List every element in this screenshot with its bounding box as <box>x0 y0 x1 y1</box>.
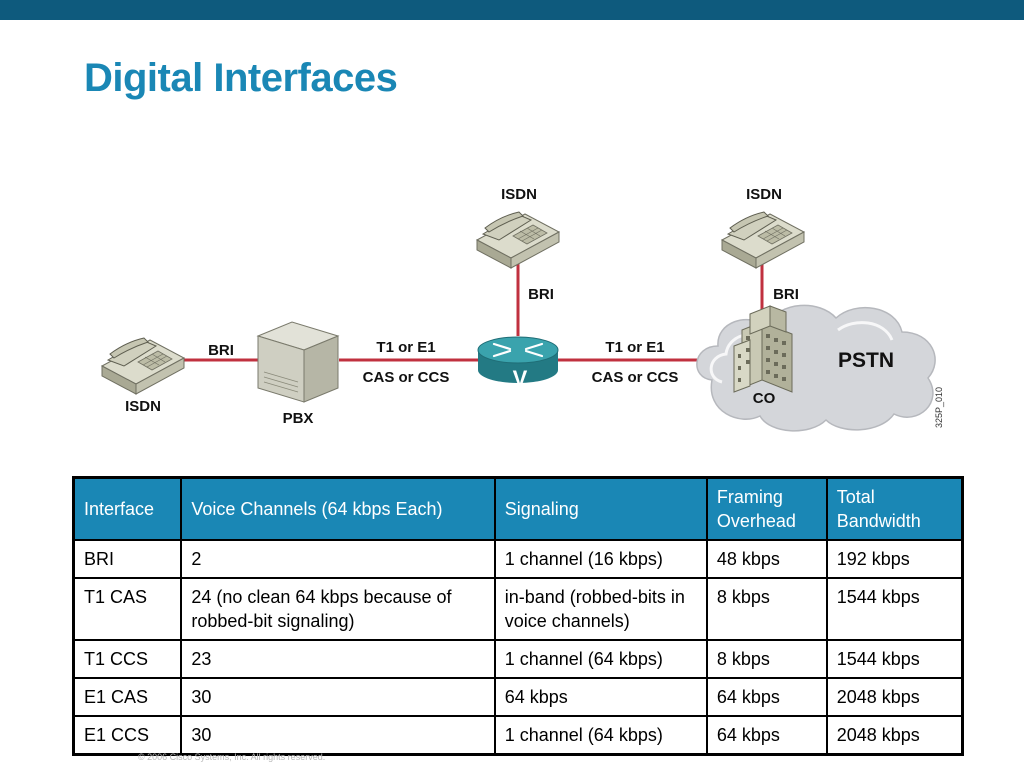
cell-total-bandwidth: 2048 kbps <box>825 677 964 717</box>
table-row: BRI 2 1 channel (16 kbps) 48 kbps 192 kb… <box>72 539 964 579</box>
table-row: T1 CAS 24 (no clean 64 kbps because of r… <box>72 577 964 641</box>
cell-total-bandwidth: 192 kbps <box>825 539 964 579</box>
cell-total-bandwidth: 1544 kbps <box>825 577 964 641</box>
link-right-bottom-label: CAS or CCS <box>591 369 679 386</box>
table-header-row: Interface Voice Channels (64 kbps Each) … <box>72 476 964 541</box>
cell-interface: BRI <box>72 539 183 579</box>
interface-table: Interface Voice Channels (64 kbps Each) … <box>72 476 964 756</box>
central-office-icon <box>733 305 793 393</box>
cell-voice-channels: 2 <box>180 539 496 579</box>
cell-signaling: 1 channel (16 kbps) <box>493 539 708 579</box>
network-diagram: ISDN ISDN BRI BRI BRI T1 or E1 CAS or CC… <box>0 150 1024 460</box>
header-voice-channels: Voice Channels (64 kbps Each) <box>180 476 496 541</box>
cell-signaling: 1 channel (64 kbps) <box>493 639 708 679</box>
cell-voice-channels: 30 <box>180 677 496 717</box>
top-banner <box>0 0 1024 20</box>
cell-framing-overhead: 8 kbps <box>705 639 828 679</box>
isdn-phone-center-icon <box>476 211 560 269</box>
link-left-top-label: T1 or E1 <box>376 339 436 356</box>
table-row: E1 CAS 30 64 kbps 64 kbps 2048 kbps <box>72 677 964 717</box>
header-signaling: Signaling <box>493 476 708 541</box>
phone-top-center-label: ISDN <box>501 186 537 203</box>
cell-interface: T1 CCS <box>72 639 183 679</box>
phone-left-label: ISDN <box>125 398 161 415</box>
cell-voice-channels: 23 <box>180 639 496 679</box>
table-row: E1 CCS 30 1 channel (64 kbps) 64 kbps 20… <box>72 715 964 756</box>
cell-framing-overhead: 48 kbps <box>705 539 828 579</box>
cell-signaling: 1 channel (64 kbps) <box>493 715 708 756</box>
cell-framing-overhead: 64 kbps <box>705 715 828 756</box>
link-left-bottom-label: CAS or CCS <box>362 369 450 386</box>
pstn-cloud-icon <box>696 304 936 432</box>
isdn-phone-left-icon <box>101 337 185 395</box>
cell-interface: E1 CAS <box>72 677 183 717</box>
co-label: CO <box>752 390 776 407</box>
voice-router-icon <box>477 336 559 383</box>
cell-interface: E1 CCS <box>72 715 183 756</box>
cell-voice-channels: 30 <box>180 715 496 756</box>
router-glyph: V <box>512 366 528 391</box>
figure-code: 325P_010 <box>934 386 944 428</box>
slide-title: Digital Interfaces <box>84 56 398 100</box>
diagram-graphics <box>101 211 936 432</box>
phone-top-right-label: ISDN <box>746 186 782 203</box>
link-right-top-label: T1 or E1 <box>605 339 665 356</box>
isdn-phone-right-icon <box>721 211 805 269</box>
header-interface: Interface <box>72 476 183 541</box>
bri-right-label: BRI <box>773 286 799 303</box>
table-row: T1 CCS 23 1 channel (64 kbps) 8 kbps 154… <box>72 639 964 679</box>
header-total-bandwidth: Total Bandwidth <box>825 476 964 541</box>
cell-total-bandwidth: 1544 kbps <box>825 639 964 679</box>
copyright-footer: © 2006 Cisco Systems, Inc. All rights re… <box>138 752 326 762</box>
cell-total-bandwidth: 2048 kbps <box>825 715 964 756</box>
bri-left-label: BRI <box>208 342 234 359</box>
cell-voice-channels: 24 (no clean 64 kbps because of robbed-b… <box>180 577 496 641</box>
cell-framing-overhead: 8 kbps <box>705 577 828 641</box>
pbx-label: PBX <box>282 410 314 427</box>
pbx-icon <box>256 321 340 403</box>
header-framing-overhead: Framing Overhead <box>705 476 828 541</box>
network-links <box>184 262 764 362</box>
cell-interface: T1 CAS <box>72 577 183 641</box>
cell-signaling: 64 kbps <box>493 677 708 717</box>
cell-framing-overhead: 64 kbps <box>705 677 828 717</box>
pstn-label: PSTN <box>838 349 895 372</box>
bri-center-label: BRI <box>528 286 554 303</box>
cell-signaling: in-band (robbed-bits in voice channels) <box>493 577 708 641</box>
